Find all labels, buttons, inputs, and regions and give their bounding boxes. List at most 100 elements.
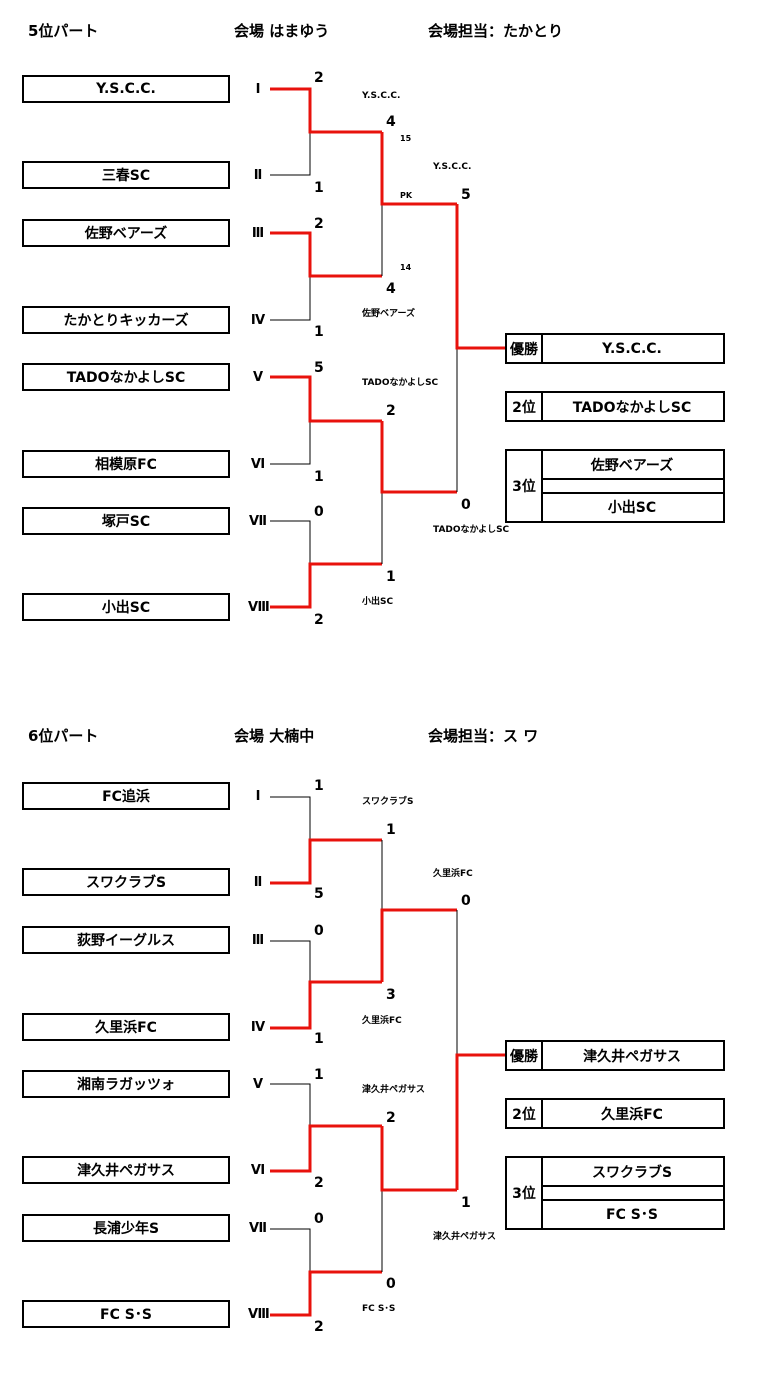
- seed-label: Ⅵ: [250, 457, 266, 472]
- semifinal-winner-label: Y.S.C.C.: [433, 162, 472, 172]
- winner-path: [270, 562, 382, 609]
- champion-team: 津久井ペガサス: [583, 1048, 681, 1065]
- seed-label: Ⅴ: [252, 1077, 264, 1092]
- bracket-section-5th: 5位パート 会場 はまゆう 会場担当：たかとり Y.S.C.C. 三春SC 佐野…: [0, 0, 758, 680]
- venue-label: 会場 はまゆう: [234, 22, 330, 40]
- venue-label: 会場 大楠中: [234, 727, 315, 745]
- score: 1: [314, 469, 324, 485]
- match-winner-label: 小出SC: [362, 597, 394, 607]
- final-score: 0: [461, 893, 471, 909]
- winner-path: [380, 908, 457, 982]
- third-rank-label: 3位: [507, 1158, 543, 1228]
- team-box: 津久井ペガサス: [22, 1156, 230, 1184]
- seed-label: Ⅱ: [253, 168, 263, 183]
- score: 2: [314, 1175, 324, 1191]
- bracket-line: [270, 1228, 311, 1272]
- team-box: Y.S.C.C.: [22, 75, 230, 103]
- staff-label: 会場担当：ス ワ: [428, 727, 539, 745]
- score: 2: [314, 70, 324, 86]
- third-team: FC S･S: [606, 1207, 658, 1223]
- team-box: 三春SC: [22, 161, 230, 189]
- score: 5: [314, 360, 324, 376]
- third-rank-label: 3位: [507, 451, 543, 521]
- winner-path: [270, 980, 382, 1030]
- runner-up-box: 2位 TADOなかよしSC: [505, 391, 725, 422]
- seed-label: Ⅳ: [250, 1020, 266, 1035]
- team-box: たかとりキッカーズ: [22, 306, 230, 334]
- bracket-lines: [270, 796, 505, 1317]
- runner-up-box: 2位 久里浜FC: [505, 1098, 725, 1129]
- score: 3: [386, 987, 396, 1003]
- match-winner-label: スワクラブS: [362, 797, 414, 807]
- staff-label: 会場担当：たかとり: [428, 22, 564, 40]
- third-team: スワクラブS: [591, 1165, 673, 1181]
- winner-path: [380, 132, 457, 206]
- team-box: FC S･S: [22, 1300, 230, 1328]
- divider: [541, 1199, 723, 1201]
- winner-path: [455, 204, 505, 350]
- seed-label: Ⅶ: [248, 514, 267, 529]
- bracket-lines: [270, 87, 505, 609]
- seed-label: Ⅱ: [253, 875, 263, 890]
- bracket-line: [270, 796, 311, 840]
- score: 2: [314, 1319, 324, 1335]
- divider: [541, 1185, 723, 1187]
- seed-label: Ⅲ: [251, 226, 265, 241]
- score: 1: [314, 1067, 324, 1083]
- section-title: 6位パート: [28, 727, 99, 745]
- team-box: 佐野ベアーズ: [22, 219, 230, 247]
- semifinal-winner-label: 津久井ペガサス: [433, 1232, 496, 1242]
- score: 0: [314, 923, 324, 939]
- team-box: 相模原FC: [22, 450, 230, 478]
- score: 2: [386, 403, 396, 419]
- winner-path: [270, 375, 382, 423]
- score: 5: [314, 886, 324, 902]
- seed-label: Ⅷ: [248, 600, 270, 615]
- winner-path: [380, 1126, 457, 1192]
- score: 1: [314, 324, 324, 340]
- champion-box: 優勝 津久井ペガサス: [505, 1040, 725, 1071]
- team-box: スワクラブS: [22, 868, 230, 896]
- bracket-line: [270, 520, 311, 564]
- seed-label: Ⅳ: [250, 313, 266, 328]
- runner-up-team: 久里浜FC: [601, 1106, 663, 1123]
- bracket-line: [270, 1083, 311, 1126]
- seed-label: Ⅰ: [255, 789, 261, 804]
- score: 1: [314, 1031, 324, 1047]
- champion-rank-label: 優勝: [507, 1042, 543, 1069]
- pk-score: 15: [400, 134, 412, 143]
- team-box: FC追浜: [22, 782, 230, 810]
- match-winner-label: TADOなかよしSC: [362, 378, 439, 388]
- winner-path: [270, 838, 382, 885]
- score: 2: [314, 612, 324, 628]
- pk-label: PK: [400, 191, 413, 200]
- score: 0: [386, 1276, 396, 1292]
- third-team: 佐野ベアーズ: [590, 458, 674, 474]
- bracket-section-6th: 6位パート 会場 大楠中 会場担当：ス ワ FC追浜 スワクラブS 荻野イーグル…: [0, 706, 758, 1386]
- score: 1: [314, 778, 324, 794]
- winner-path: [455, 1053, 505, 1190]
- winner-path: [270, 1124, 382, 1173]
- winner-path: [270, 231, 382, 278]
- team-box: 塚戸SC: [22, 507, 230, 535]
- seed-label: Ⅴ: [252, 370, 264, 385]
- divider: [541, 478, 723, 480]
- final-score: 0: [461, 497, 471, 513]
- team-box: TADOなかよしSC: [22, 363, 230, 391]
- winner-path: [380, 421, 457, 494]
- score: 0: [314, 504, 324, 520]
- winner-path: [270, 1270, 382, 1317]
- final-score: 5: [461, 187, 471, 203]
- seed-label: Ⅷ: [248, 1307, 270, 1322]
- runner-up-rank-label: 2位: [507, 1100, 543, 1127]
- score: 4: [386, 281, 396, 297]
- seed-label: Ⅵ: [250, 1163, 266, 1178]
- champion-rank-label: 優勝: [507, 335, 543, 362]
- score: 1: [314, 180, 324, 196]
- score: 2: [314, 216, 324, 232]
- score: 2: [386, 1110, 396, 1126]
- third-place-box: 3位 スワクラブS FC S･S: [505, 1156, 725, 1230]
- team-box: 長浦少年S: [22, 1214, 230, 1242]
- semifinal-winner-label: TADOなかよしSC: [433, 525, 510, 535]
- score: 1: [386, 822, 396, 838]
